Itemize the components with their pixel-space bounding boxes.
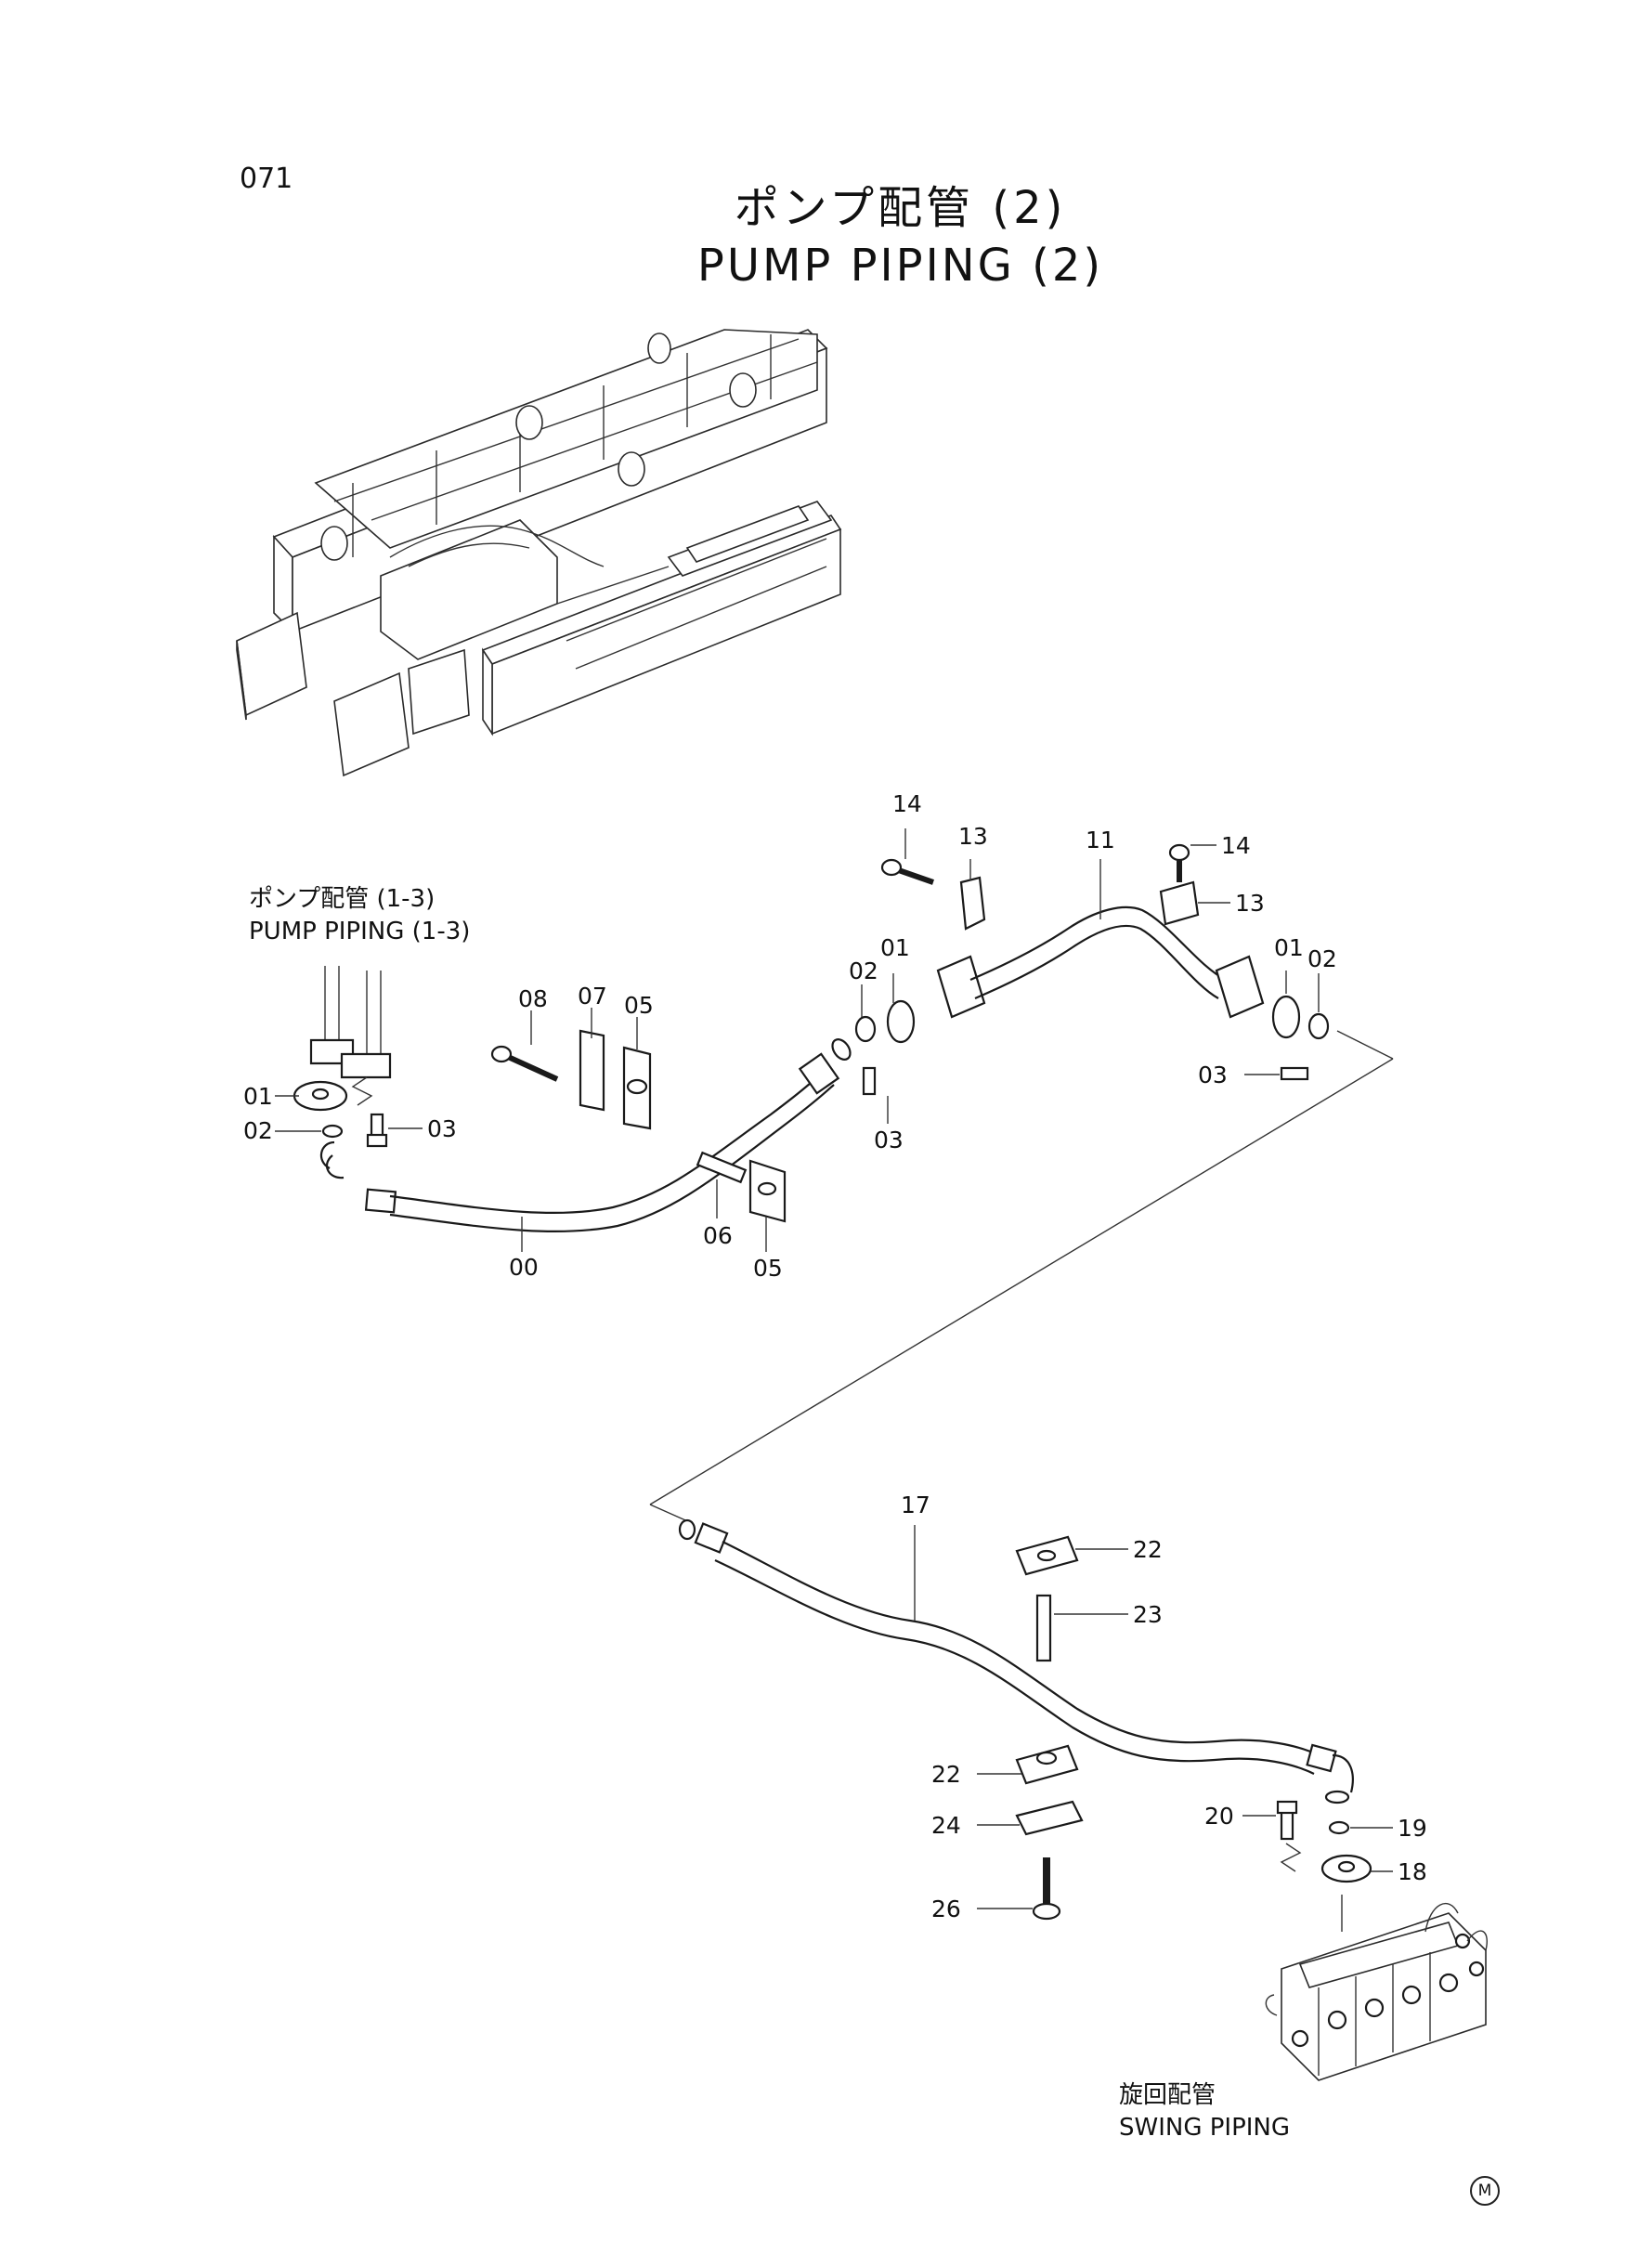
ref-pump-piping-jp: ポンプ配管 (1-3) (249, 885, 436, 913)
circled-m-mark: M (1470, 2176, 1500, 2206)
page-title-jp: ポンプ配管 (2) (734, 182, 1067, 234)
callout-03: 03 (874, 1127, 904, 1153)
callout-22: 22 (1133, 1536, 1163, 1563)
ref-swing-piping-jp: 旋回配管 (1119, 2081, 1216, 2109)
callout-02: 02 (243, 1117, 273, 1144)
callout-03: 03 (1198, 1062, 1228, 1088)
ref-pump-piping-en: PUMP PIPING (1-3) (249, 918, 471, 945)
callout-06: 06 (703, 1222, 733, 1249)
callout-05: 05 (624, 992, 654, 1019)
callout-19: 19 (1398, 1815, 1427, 1842)
clamp-set-hose-17 (1015, 1535, 1084, 1921)
reference-pump-pipes (309, 966, 392, 1106)
callout-02: 02 (849, 958, 878, 984)
callout-18: 18 (1398, 1858, 1427, 1885)
hose-17 (678, 1518, 1372, 1932)
control-valve (1265, 1902, 1488, 2081)
callout-01: 01 (1274, 934, 1304, 961)
callout-08: 08 (518, 985, 548, 1012)
machine-frame-overview (236, 329, 842, 777)
callout-17: 17 (901, 1492, 930, 1518)
callout-01: 01 (243, 1083, 273, 1110)
callout-11: 11 (1086, 827, 1115, 853)
page-title-en: PUMP PIPING (2) (696, 240, 1104, 292)
ref-swing-piping-en: SWING PIPING (1119, 2114, 1291, 2142)
callout-13: 13 (958, 823, 988, 850)
callout-26: 26 (931, 1896, 961, 1922)
callout-05: 05 (753, 1255, 783, 1282)
clamp-set-upper (490, 1029, 652, 1130)
callout-13: 13 (1235, 890, 1265, 917)
callout-24: 24 (931, 1812, 961, 1839)
callout-14: 14 (892, 790, 922, 817)
callout-23: 23 (1133, 1601, 1163, 1628)
callout-14: 14 (1221, 832, 1251, 859)
hose-00 (293, 1038, 852, 1232)
callout-20: 20 (1204, 1803, 1234, 1830)
page-number: 071 (240, 163, 293, 195)
callout-07: 07 (578, 983, 607, 1010)
callout-00: 00 (509, 1254, 539, 1281)
callout-01: 01 (880, 934, 910, 961)
pipe-11 (854, 843, 1330, 1096)
leader-lines (275, 828, 1393, 1909)
callout-22: 22 (931, 1761, 961, 1788)
callout-02: 02 (1307, 945, 1337, 972)
callout-03: 03 (427, 1115, 457, 1142)
clamp-set-lower (696, 1151, 787, 1223)
